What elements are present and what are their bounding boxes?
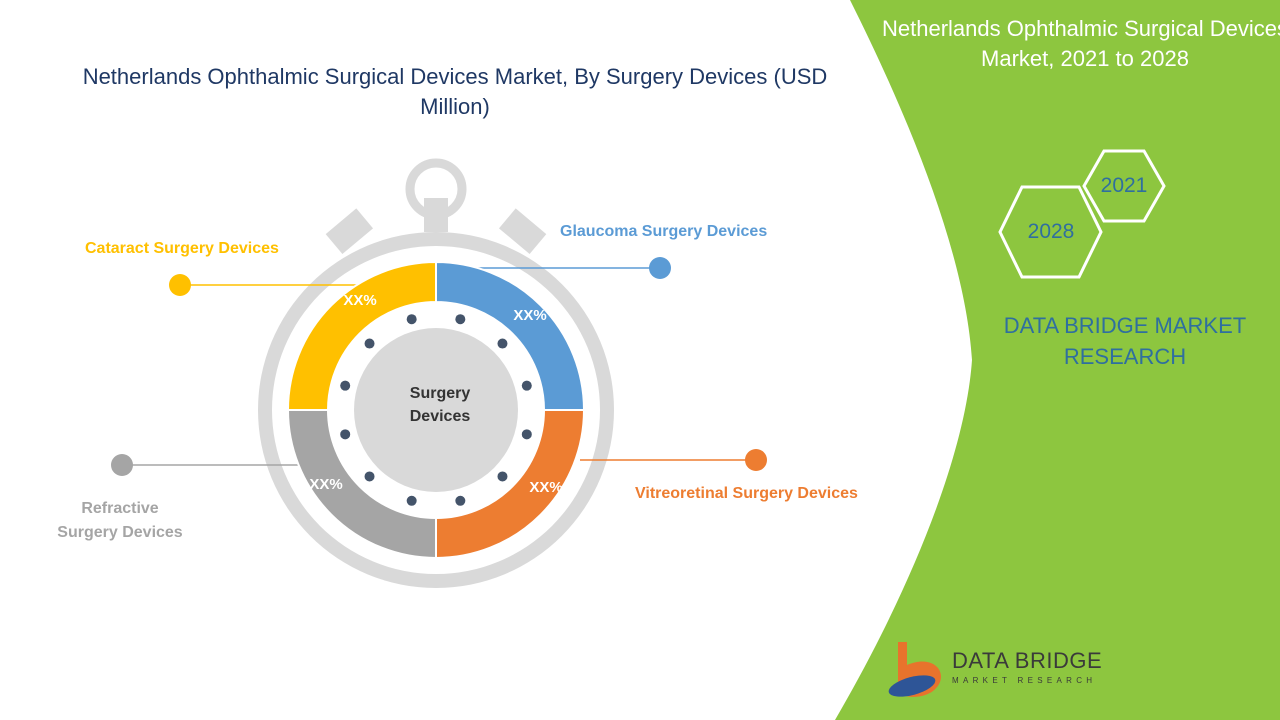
dial-dot: [455, 495, 466, 506]
dial-dot: [364, 338, 375, 349]
label-glaucoma: Glaucoma Surgery Devices: [560, 223, 768, 240]
dial-dot: [406, 314, 417, 325]
data-bridge-logo-icon: [888, 642, 941, 697]
dial-dot: [455, 314, 466, 325]
green-side-panel: [835, 0, 1280, 720]
label-vitreoretinal: Vitreoretinal Surgery Devices: [635, 485, 858, 502]
value-refractive: XX%: [309, 476, 343, 493]
hexagon-label-2021: 2021: [1100, 174, 1148, 197]
value-glaucoma: XX%: [513, 307, 547, 324]
label-cataract: Cataract Surgery Devices: [85, 240, 279, 257]
ring-segment-3: [286, 260, 437, 411]
dial-dot: [340, 380, 351, 391]
dial-dot: [521, 380, 532, 391]
dial-dot: [406, 495, 417, 506]
cataract-marker: [169, 274, 191, 296]
label-refractive: Refractive Surgery Devices: [57, 500, 183, 541]
hexagon-2021: [1082, 149, 1166, 223]
glaucoma-marker: [649, 257, 671, 279]
center-label: Surgery Devices: [409, 385, 471, 425]
brand-research-text: DATA BRIDGE MARKET RESEARCH: [1003, 313, 1247, 369]
value-cataract: XX%: [343, 292, 377, 309]
dial-dot: [497, 338, 508, 349]
refractive-marker: [111, 454, 133, 476]
dial-dot: [364, 471, 375, 482]
logo-name: DATA BRIDGE: [952, 648, 1103, 673]
chart-title: Netherlands Ophthalmic Surgical Devices …: [82, 64, 828, 119]
value-vitreoretinal: XX%: [529, 479, 563, 496]
dial-dot: [340, 429, 351, 440]
hexagon-label-2028: 2028: [1027, 220, 1075, 243]
logo-tagline: MARKET RESEARCH: [952, 676, 1097, 685]
side-panel-title: Netherlands Ophthalmic Surgical Devices …: [882, 16, 1280, 71]
center-disc: [354, 328, 518, 492]
dial-dot: [521, 429, 532, 440]
dial-dot: [497, 471, 508, 482]
vitreoretinal-marker: [745, 449, 767, 471]
hexagon-2028: [998, 185, 1103, 279]
